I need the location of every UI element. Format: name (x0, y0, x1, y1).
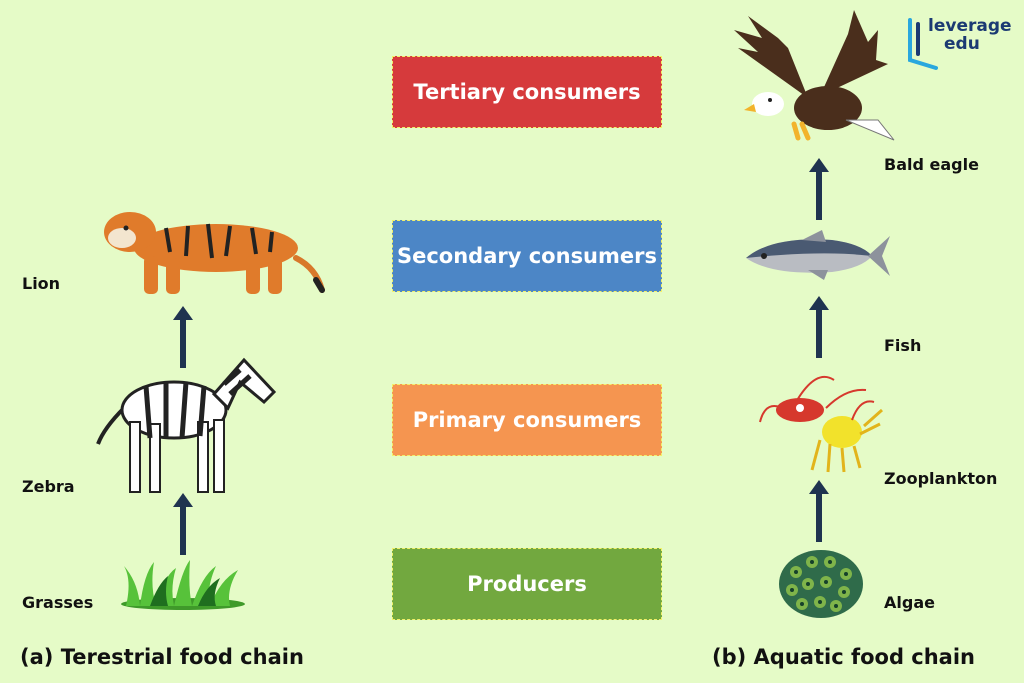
logo-mark-icon (908, 18, 938, 70)
label-zooplankton: Zooplankton (884, 469, 998, 488)
caption-terrestrial-prefix: (a) (20, 645, 54, 669)
label-fish: Fish (884, 336, 922, 355)
arrow-fish-to-eagle (809, 158, 829, 220)
label-algae: Algae (884, 593, 935, 612)
fish-illustration (746, 230, 890, 280)
caption-terrestrial: (a) Terestrial food chain (20, 645, 304, 669)
brand-logo: leverage edu (906, 16, 1016, 72)
label-lion: Lion (22, 274, 61, 293)
lion-illustration (104, 212, 325, 294)
label-grasses: Grasses (22, 593, 94, 612)
level-primary-consumers: Primary consumers (392, 384, 662, 456)
grasses-illustration (121, 560, 245, 610)
arrow-zebra-to-lion (173, 306, 193, 368)
zebra-illustration (96, 357, 277, 493)
arrow-algae-to-zooplankton (809, 480, 829, 542)
caption-aquatic: (b) Aquatic food chain (712, 645, 975, 669)
caption-terrestrial-title: Terestrial food chain (60, 645, 304, 669)
logo-text-line1: leverage (928, 16, 1012, 36)
arrow-zooplankton-to-fish (809, 296, 829, 358)
algae-illustration (779, 550, 863, 618)
arrow-grass-to-zebra (173, 493, 193, 555)
level-producers: Producers (392, 548, 662, 620)
level-secondary-consumers: Secondary consumers (392, 220, 662, 292)
label-bald-eagle: Bald eagle (884, 155, 979, 174)
caption-aquatic-prefix: (b) (712, 645, 747, 669)
bald-eagle-illustration (734, 10, 895, 141)
caption-aquatic-title: Aquatic food chain (753, 645, 976, 669)
zooplankton-illustration (759, 375, 883, 473)
logo-text-line2: edu (944, 34, 980, 54)
label-zebra: Zebra (22, 477, 75, 496)
level-tertiary-consumers: Tertiary consumers (392, 56, 662, 128)
